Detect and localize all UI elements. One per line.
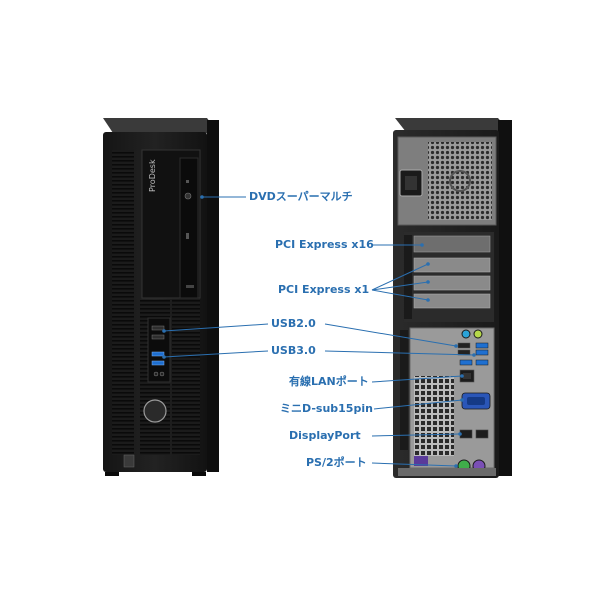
case-top xyxy=(103,118,218,133)
callout-line-lan xyxy=(371,375,463,383)
front-usb3-port xyxy=(151,351,165,357)
prodesk-brand-text: ProDesk xyxy=(148,159,157,192)
front-vents-left xyxy=(112,150,134,455)
label-pci-express-x16: PCI Express x16 xyxy=(275,238,374,251)
callout-line-dsub xyxy=(373,399,463,410)
hp-logo xyxy=(143,399,167,423)
pc-rear-view xyxy=(393,118,512,478)
callout-line-usb3-front xyxy=(163,350,269,358)
label-wired-lan-port: 有線LANポート xyxy=(289,375,369,388)
rear-usb3-port xyxy=(459,359,473,366)
front-audio-jack xyxy=(159,371,165,377)
pcie-x16-slot-cover xyxy=(413,235,491,253)
pcie-x1-slot-cover xyxy=(413,275,491,291)
psu-fan-grille xyxy=(428,142,492,220)
callout-line-usb2-rear xyxy=(324,323,457,347)
callout-lines xyxy=(162,195,476,468)
power-button xyxy=(184,192,192,200)
rear-usb3-port xyxy=(475,342,489,349)
audio-line-out xyxy=(473,329,483,339)
callout-line-ps2 xyxy=(371,462,457,467)
callout-line-pcie1 xyxy=(371,289,429,301)
rear-usb3-port xyxy=(475,349,489,356)
label-displayport: DisplayPort xyxy=(289,429,361,442)
label-pci-express-x1: PCI Express x1 xyxy=(278,283,370,296)
front-usb2-port xyxy=(151,334,165,340)
displayport-port xyxy=(475,429,489,439)
pc-front-view xyxy=(103,118,219,476)
callout-line-usb3-rear xyxy=(324,350,475,356)
label-usb3: USB3.0 xyxy=(271,344,316,357)
front-usb2-port xyxy=(151,325,165,331)
callout-line-pcie1 xyxy=(371,281,429,291)
audio-line-in xyxy=(461,329,471,339)
front-usb3-port xyxy=(151,360,165,366)
label-usb2: USB2.0 xyxy=(271,317,316,330)
label-dvd-super-multi: DVDスーパーマルチ xyxy=(249,190,353,203)
label-mini-dsub15pin: ミニD-sub15pin xyxy=(280,402,373,415)
io-vent-grille xyxy=(414,376,454,456)
callout-line-pcie1 xyxy=(371,263,429,291)
callout-line-usb2-front xyxy=(163,323,269,332)
cpu-sticker xyxy=(123,454,135,468)
rear-usb2-port xyxy=(457,342,471,349)
callout-line-dp xyxy=(371,433,461,437)
label-ps2-port: PS/2ポート xyxy=(306,456,367,469)
rear-usb3-port xyxy=(475,359,489,366)
front-port-panel xyxy=(147,317,171,383)
front-audio-jack xyxy=(153,371,159,377)
pcie-x1-slot-cover xyxy=(413,293,491,309)
pcie-x1-slot-cover xyxy=(413,257,491,273)
